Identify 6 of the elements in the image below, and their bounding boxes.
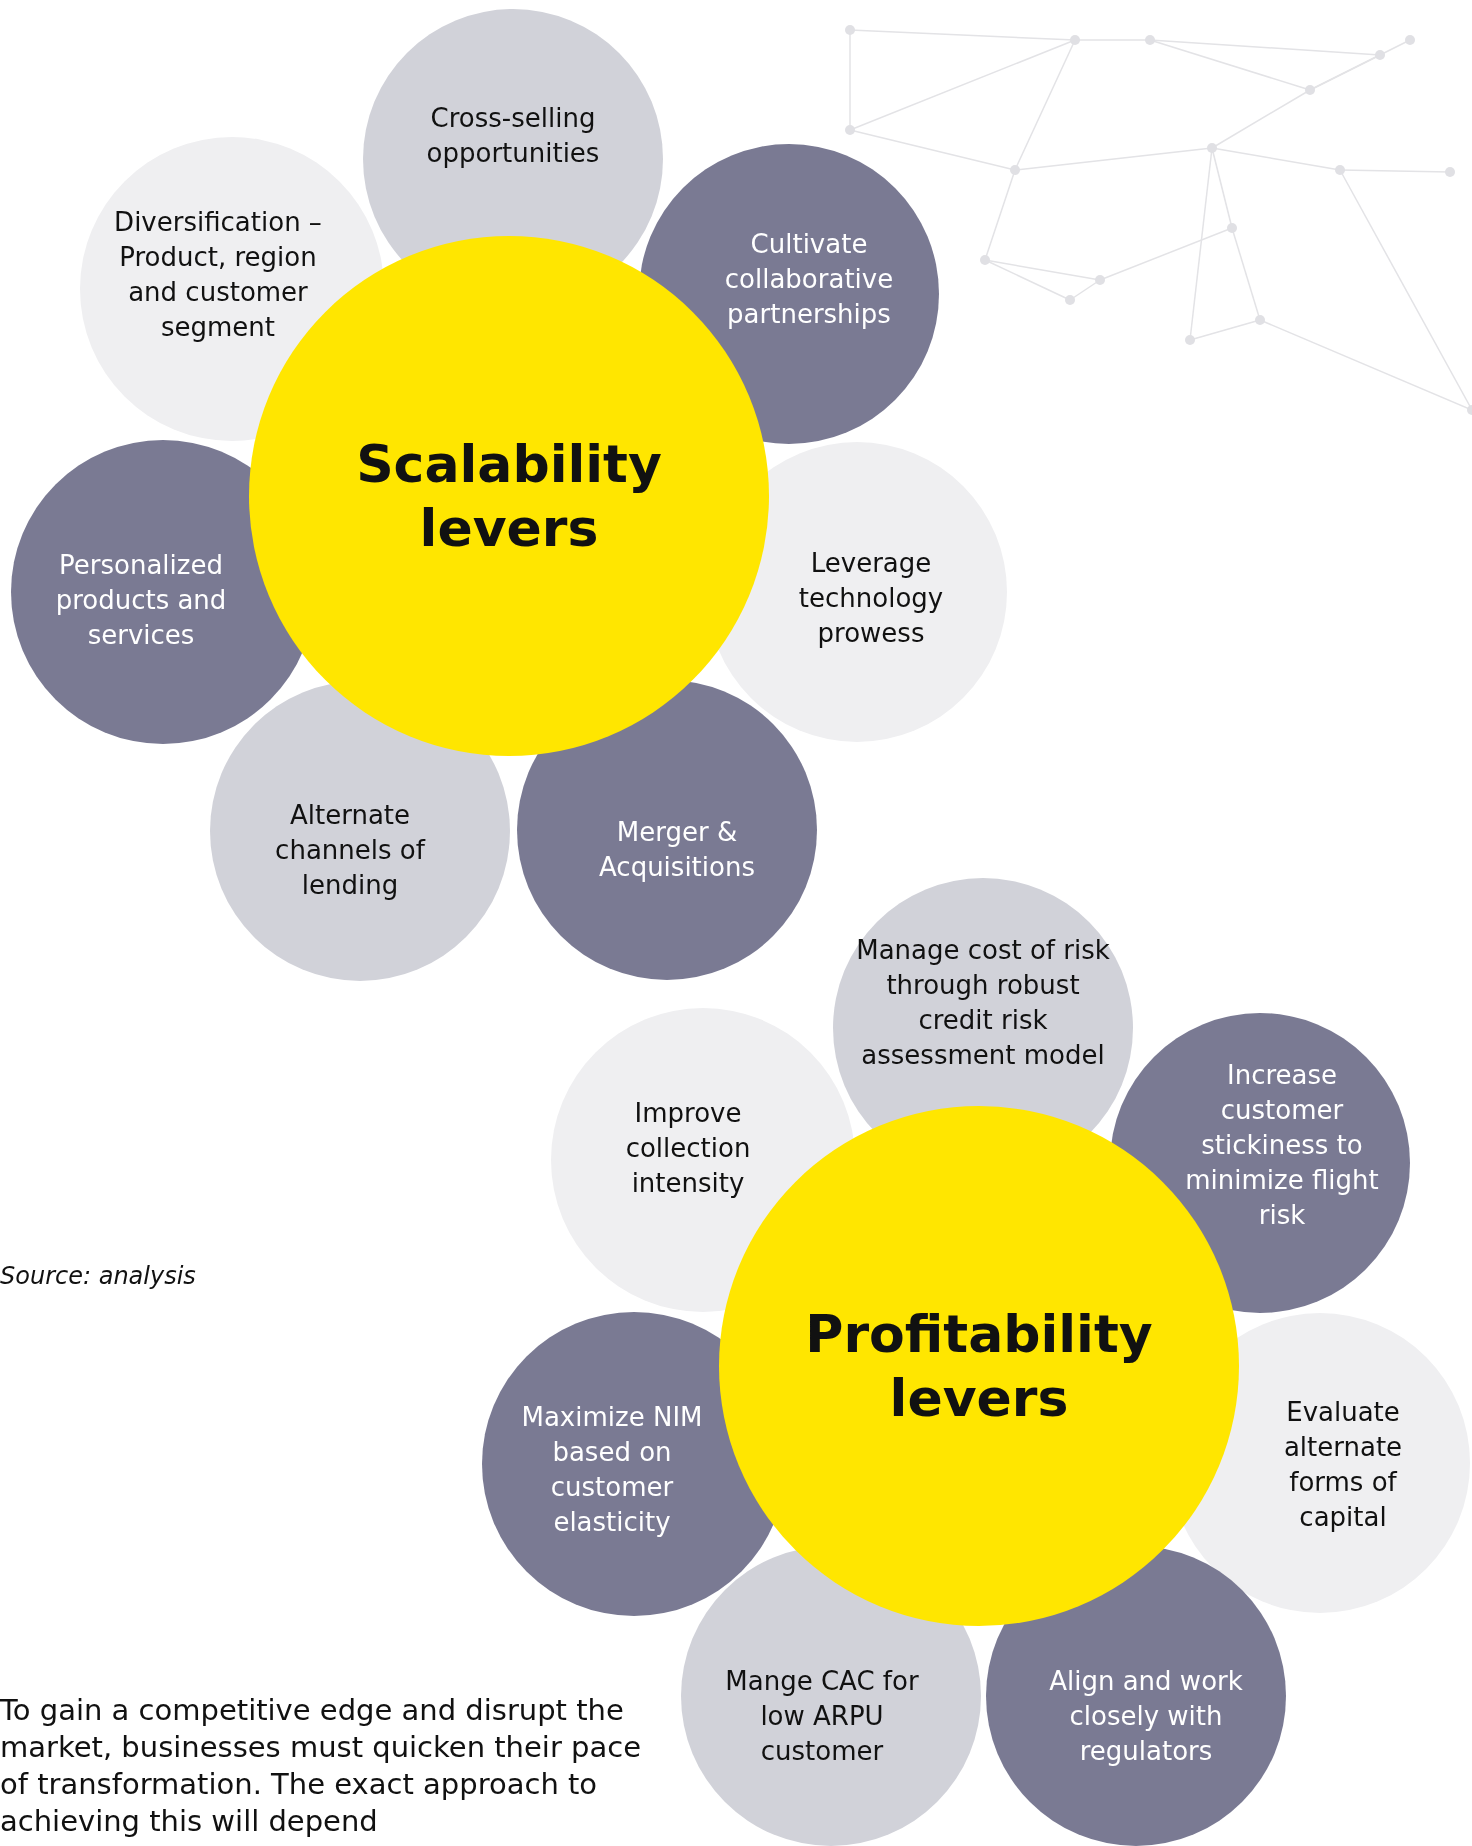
body-paragraph: To gain a competitive edge and disrupt the market, businesses must quicken their pace of transformation. The exact approach to achieving this will depend (0, 1692, 642, 1840)
petal-text: Cross-selling opportunities (393, 101, 633, 171)
hub-title: Profitability levers (789, 1302, 1169, 1430)
petal-text: Merger & Acquisitions (577, 815, 777, 885)
hub-title: Scalability levers (319, 432, 699, 560)
source-note: Source: analysis (0, 1262, 197, 1290)
